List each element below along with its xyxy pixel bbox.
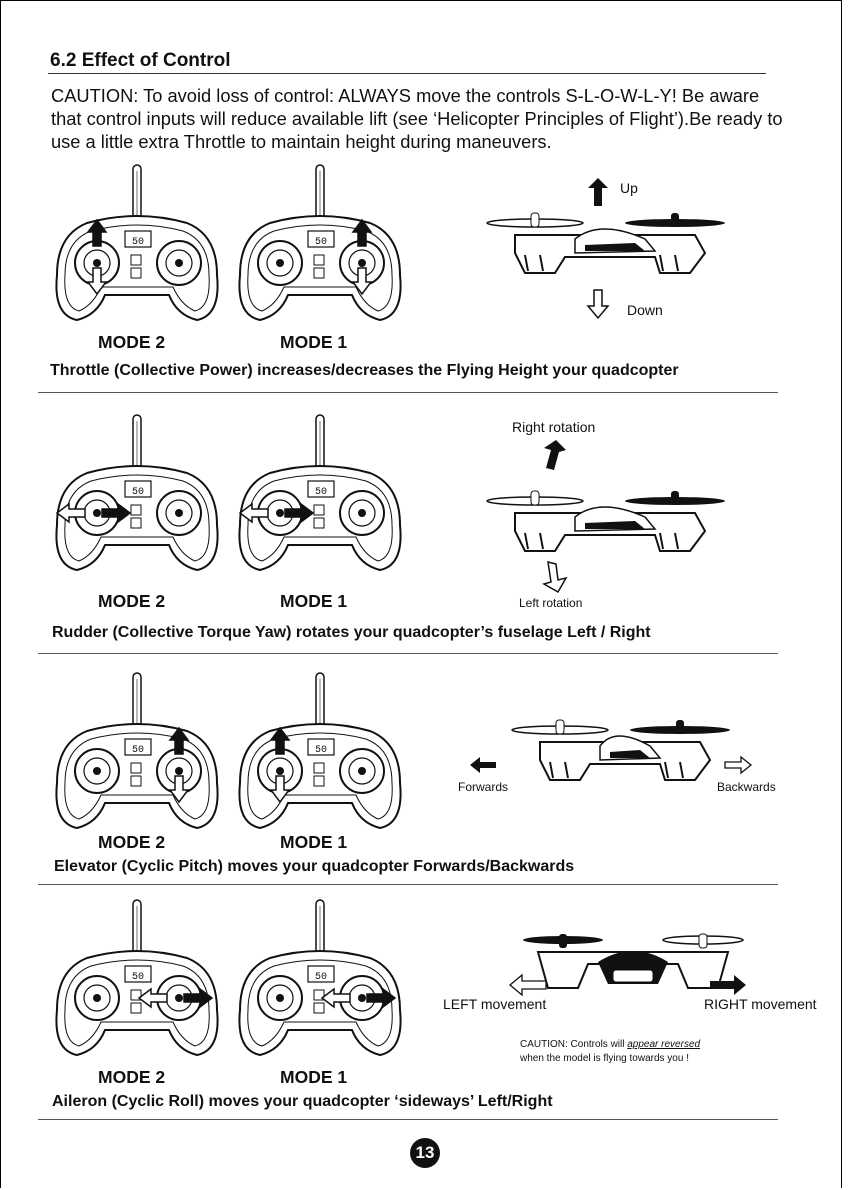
svg-text:50: 50: [132, 745, 144, 756]
svg-text:50: 50: [132, 237, 144, 248]
left-rotation-label: Left rotation: [519, 596, 583, 610]
right-rotation-arrow-icon: [544, 440, 566, 470]
mode2-label: MODE 2: [98, 591, 166, 611]
left-movement-label: LEFT movement: [443, 996, 547, 1012]
left-rotation-arrow-icon: [542, 560, 568, 594]
controller-mode1-aileron: 50: [238, 899, 402, 1057]
down-label: Down: [627, 302, 663, 318]
down-arrow-icon: [586, 289, 610, 320]
section-heading: 6.2 Effect of Control: [50, 50, 231, 71]
aileron-description: Aileron (Cyclic Roll) moves your quadcop…: [52, 1093, 553, 1110]
note-line2: when the model is flying towards you !: [520, 1053, 689, 1064]
controller-mode2-elevator: 50: [55, 672, 219, 830]
svg-text:50: 50: [315, 972, 327, 983]
backwards-label: Backwards: [717, 780, 776, 794]
note-prefix: CAUTION: Controls will: [520, 1039, 628, 1050]
quadcopter-side-rudder: [486, 490, 725, 552]
mode2-label: MODE 2: [98, 332, 166, 352]
svg-text:50: 50: [132, 972, 144, 983]
caution-paragraph: CAUTION: To avoid loss of control: ALWAY…: [51, 85, 783, 152]
mode1-label: MODE 1: [280, 1067, 348, 1087]
rudder-description: Rudder (Collective Torque Yaw) rotates y…: [52, 624, 651, 641]
up-label: Up: [620, 180, 638, 196]
backwards-arrow-icon: [724, 755, 753, 775]
section-divider: [38, 884, 778, 885]
right-movement-label: RIGHT movement: [704, 996, 817, 1012]
controller-mode2-aileron: 50: [55, 899, 219, 1057]
section-divider: [38, 653, 778, 654]
section-divider: [38, 392, 778, 393]
svg-text:50: 50: [132, 487, 144, 498]
section-divider: [38, 1119, 778, 1120]
controller-mode2-throttle: 50: [55, 164, 219, 322]
controller-mode2-rudder: 50: [55, 414, 219, 572]
quadcopter-front: [523, 933, 744, 989]
mode1-label: MODE 1: [280, 591, 348, 611]
mode1-label: MODE 1: [280, 832, 348, 852]
right-rotation-label: Right rotation: [512, 419, 596, 435]
mode2-label: MODE 2: [98, 832, 166, 852]
svg-text:50: 50: [315, 237, 327, 248]
elevator-description: Elevator (Cyclic Pitch) moves your quadc…: [54, 858, 575, 875]
right-movement-arrow-icon: [710, 975, 746, 995]
controller-mode1-elevator: 50: [238, 672, 402, 830]
throttle-description: Throttle (Collective Power) increases/de…: [50, 362, 679, 379]
controller-mode1-rudder: 50: [238, 414, 402, 572]
svg-text:50: 50: [315, 745, 327, 756]
svg-text:50: 50: [315, 487, 327, 498]
forwards-arrow-icon: [470, 757, 496, 773]
up-arrow-icon: [588, 178, 608, 206]
left-movement-arrow-icon: [508, 973, 547, 997]
page-number: 13: [410, 1138, 440, 1168]
reversed-controls-note: CAUTION: Controls will appear reversed w…: [520, 1038, 700, 1066]
mode1-label: MODE 1: [280, 332, 348, 352]
mode2-label: MODE 2: [98, 1067, 166, 1087]
forwards-label: Forwards: [458, 780, 509, 794]
controller-mode1-throttle: 50: [238, 164, 402, 322]
heading-rule: [48, 73, 766, 74]
note-emphasis: appear reversed: [627, 1039, 701, 1050]
quadcopter-side-throttle: [486, 212, 725, 274]
quadcopter-side-elevator: [511, 719, 730, 781]
